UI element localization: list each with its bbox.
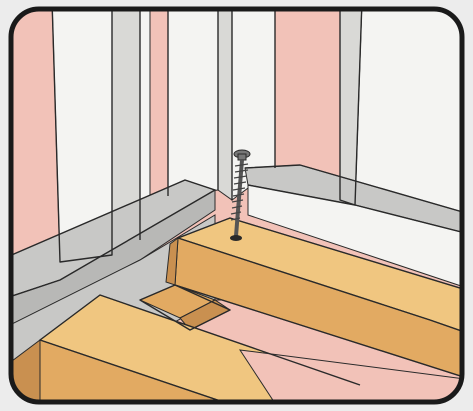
- stud-middle-side: [218, 0, 232, 200]
- stud-middle: [168, 0, 218, 196]
